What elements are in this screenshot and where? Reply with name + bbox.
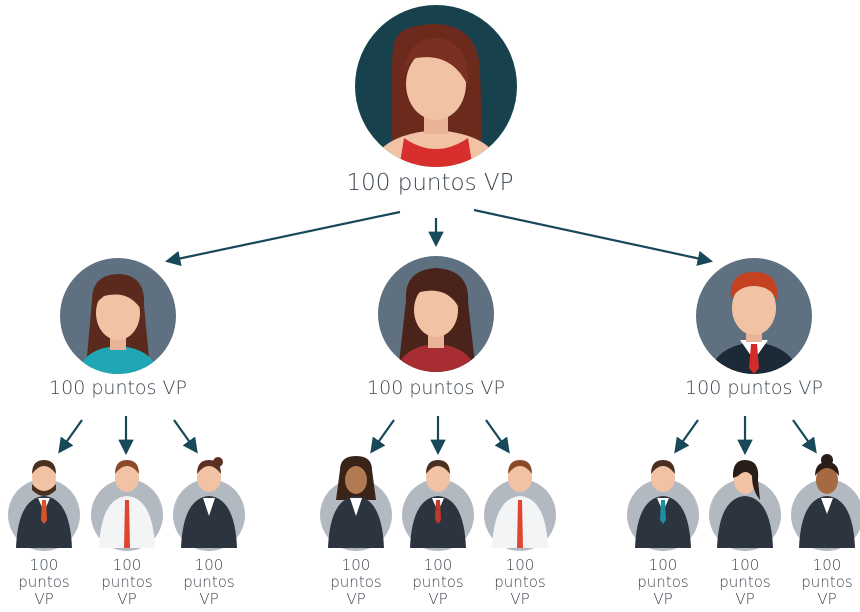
small-node-label-9: 100 puntos VP bbox=[801, 556, 853, 608]
small-node-label-1: 100 puntos VP bbox=[18, 556, 70, 608]
arrow-left bbox=[164, 210, 401, 266]
top-arrows bbox=[164, 208, 714, 266]
small-avatars bbox=[8, 454, 860, 551]
small-node-label-2: 100 puntos VP bbox=[101, 556, 153, 608]
mid-node-label-2: 100 puntos VP bbox=[367, 377, 505, 399]
small-node-label-7: 100 puntos VP bbox=[637, 556, 689, 608]
small-node-label-5: 100 puntos VP bbox=[412, 556, 464, 608]
arrow-right bbox=[473, 208, 714, 266]
small-node-label-3: 100 puntos VP bbox=[183, 556, 235, 608]
mid-woman-avatar-icon-2 bbox=[378, 256, 494, 372]
top-node-label: 100 puntos VP bbox=[346, 170, 514, 196]
mid-node-label-1: 100 puntos VP bbox=[49, 377, 187, 399]
small-man-avatar-icon-1 bbox=[8, 460, 80, 551]
small-man-avatar-icon-6 bbox=[484, 460, 556, 551]
small-node-label-8: 100 puntos VP bbox=[719, 556, 771, 608]
small-man-avatar-icon-5 bbox=[402, 460, 474, 551]
small-woman-avatar-icon-4 bbox=[320, 456, 392, 551]
small-node-label-6: 100 puntos VP bbox=[494, 556, 546, 608]
small-woman-avatar-icon-8 bbox=[709, 460, 781, 551]
mid-arrows bbox=[58, 416, 817, 456]
small-man-avatar-icon-7 bbox=[627, 460, 699, 551]
mid-node-label-3: 100 puntos VP bbox=[685, 377, 823, 399]
small-woman-avatar-icon-9 bbox=[791, 454, 860, 551]
small-woman-avatar-icon-3 bbox=[173, 457, 245, 551]
mid-man-avatar-icon bbox=[696, 258, 812, 374]
small-node-label-4: 100 puntos VP bbox=[330, 556, 382, 608]
mid-woman-avatar-icon-1 bbox=[60, 258, 176, 374]
top-woman-avatar-icon bbox=[355, 5, 517, 167]
small-man-avatar-icon-2 bbox=[91, 460, 163, 551]
